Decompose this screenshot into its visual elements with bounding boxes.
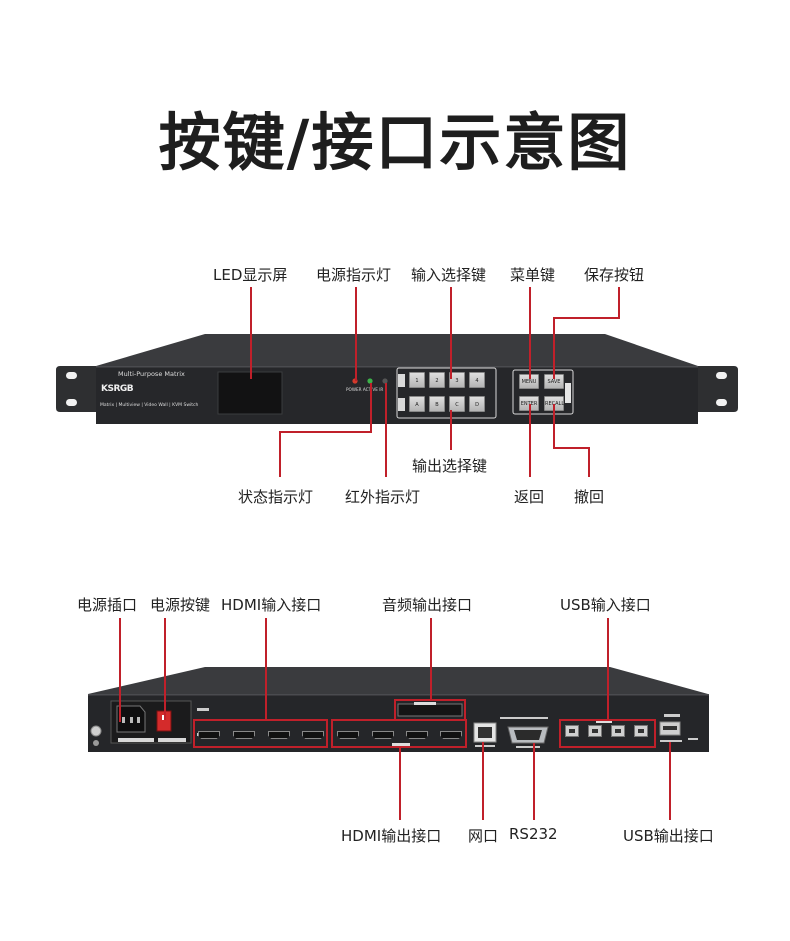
label-power-switch: 电源按键 [150, 596, 211, 614]
hdmi-input-port[interactable] [198, 731, 220, 739]
output-key-C[interactable]: C [449, 396, 465, 412]
ir-led [382, 378, 388, 384]
label-usb-in: USB输入接口 [560, 596, 651, 614]
output-key-B[interactable]: B [429, 396, 445, 412]
right-rack-ear [698, 366, 738, 412]
label-rs232: RS232 [509, 825, 558, 843]
output-key-A[interactable]: A [409, 396, 425, 412]
label-lan: 网口 [468, 827, 499, 845]
highlight-hdmi-in [193, 719, 328, 748]
input-key-3[interactable]: 3 [449, 372, 465, 388]
input-key-1[interactable]: 1 [409, 372, 425, 388]
usb-input-port[interactable] [634, 725, 648, 737]
label-ir-led: 红外指示灯 [345, 488, 421, 506]
highlight-usb-in [559, 719, 656, 748]
page-title: 按键/接口示意图 [158, 106, 632, 179]
hdmi-input-port[interactable] [268, 731, 290, 739]
feature-text: Matrix | Multiview | Video Wall | KVM Sw… [100, 403, 199, 408]
key-frame [396, 367, 497, 419]
model-text: Multi-Purpose Matrix [118, 370, 185, 378]
label-undo-key: 撤回 [574, 488, 605, 506]
hdmi-output-port[interactable] [440, 731, 462, 739]
usb-input-port[interactable] [565, 725, 579, 737]
label-back-key: 返回 [514, 488, 545, 506]
func-key-frame [512, 369, 574, 415]
usb-input-port[interactable] [611, 725, 625, 737]
hdmi-output-port[interactable] [406, 731, 428, 739]
input-key-2[interactable]: 2 [429, 372, 445, 388]
usb-input-port[interactable] [588, 725, 602, 737]
label-power-socket: 电源插口 [77, 596, 138, 614]
hdmi-input-port[interactable] [302, 731, 324, 739]
active-led [367, 378, 373, 384]
label-power-led: 电源指示灯 [316, 266, 392, 284]
label-output-select: 输出选择键 [412, 457, 488, 475]
label-hdmi-out: HDMI输出接口 [341, 827, 442, 845]
hdmi-output-port[interactable] [372, 731, 394, 739]
label-save-key: 保存按钮 [584, 266, 645, 284]
hdmi-output-port[interactable] [337, 731, 359, 739]
label-input-select: 输入选择键 [411, 266, 487, 284]
power-socket [116, 705, 146, 733]
label-menu-key: 菜单键 [510, 266, 556, 284]
label-status-led: 状态指示灯 [238, 488, 314, 506]
label-usb-out: USB输出接口 [623, 827, 714, 845]
label-led-screen: LED显示屏 [213, 266, 288, 284]
hdmi-input-port[interactable] [233, 731, 255, 739]
usb-output-port[interactable] [659, 721, 681, 736]
label-audio-out: 音频输出接口 [382, 596, 473, 614]
left-rack-ear [56, 366, 96, 412]
rs232-port[interactable] [507, 726, 549, 744]
brand-logo: KSRGB [101, 384, 134, 394]
output-key-D[interactable]: D [469, 396, 485, 412]
highlight-audio-out [394, 699, 466, 721]
input-key-4[interactable]: 4 [469, 372, 485, 388]
indicator-text: POWER ACTIVE IR [346, 387, 384, 392]
lan-port[interactable] [473, 722, 497, 743]
ground-screw [90, 725, 102, 737]
label-hdmi-in: HDMI输入接口 [221, 596, 322, 614]
